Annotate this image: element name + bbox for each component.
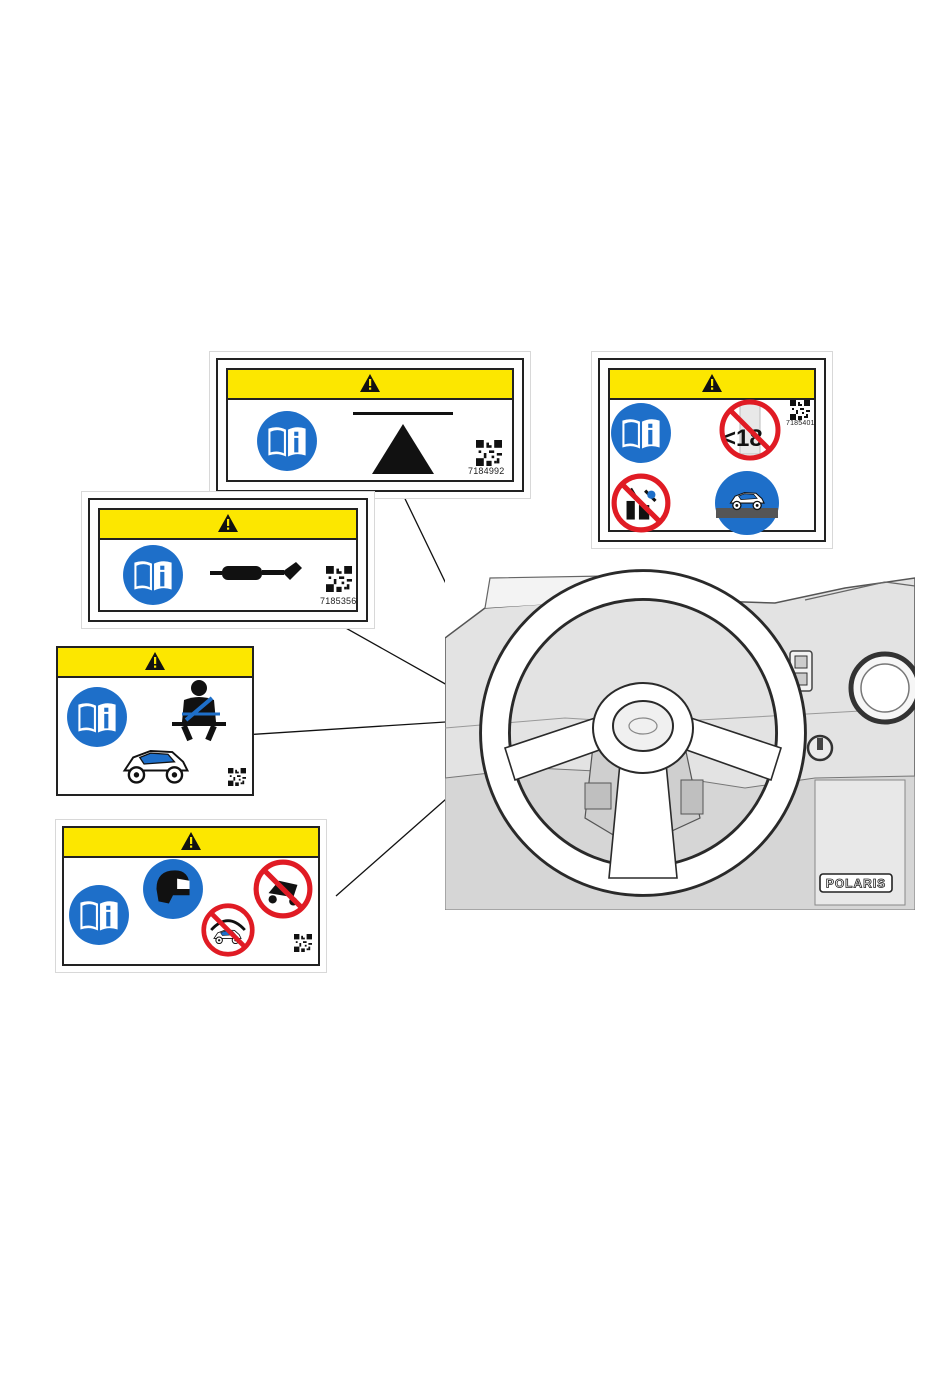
info-manual-icon bbox=[122, 544, 184, 606]
warning-triangle-icon bbox=[359, 373, 381, 393]
qr-code bbox=[228, 768, 246, 786]
part-number: 7185401 bbox=[786, 420, 815, 427]
warning-triangle-icon bbox=[144, 651, 166, 671]
warning-triangle-icon bbox=[217, 513, 239, 533]
exhaust-muffler-icon bbox=[210, 558, 306, 588]
no-passenger-icon bbox=[200, 902, 256, 958]
part-number: 7184992 bbox=[468, 466, 504, 476]
decal-middle-left: 7185356 bbox=[88, 498, 368, 622]
info-manual-icon bbox=[68, 884, 130, 946]
decal-top-right: <18 7185401 bbox=[598, 358, 826, 542]
avoid-paved-surfaces-icon bbox=[714, 470, 780, 536]
warning-triangle-icon bbox=[180, 831, 202, 851]
brand-badge: POLARIS bbox=[826, 877, 886, 891]
warning-triangle-icon bbox=[701, 373, 723, 393]
no-under-18-icon: <18 bbox=[700, 398, 790, 464]
max-weight-triangle-icon bbox=[348, 406, 458, 476]
decal-seatbelt bbox=[56, 646, 254, 796]
qr-code bbox=[790, 400, 810, 420]
no-stunts-icon bbox=[252, 858, 314, 920]
info-manual-icon bbox=[610, 402, 672, 464]
part-number: 7185356 bbox=[320, 596, 356, 606]
utv-occupants-icon bbox=[118, 740, 194, 788]
fasten-seatbelt-icon bbox=[166, 678, 232, 744]
warning-header bbox=[58, 648, 252, 678]
info-manual-icon bbox=[256, 410, 318, 472]
qr-code bbox=[474, 440, 504, 466]
wear-helmet-icon bbox=[142, 858, 204, 920]
decal-top-center: 7184992 bbox=[216, 358, 524, 492]
warning-header bbox=[64, 828, 318, 858]
decal-helmet bbox=[62, 826, 320, 966]
qr-code bbox=[324, 566, 354, 592]
qr-code bbox=[294, 934, 312, 952]
info-manual-icon bbox=[66, 686, 128, 748]
dashboard-illustration: POLARIS bbox=[445, 548, 915, 910]
no-drugs-alcohol-icon bbox=[610, 472, 672, 534]
